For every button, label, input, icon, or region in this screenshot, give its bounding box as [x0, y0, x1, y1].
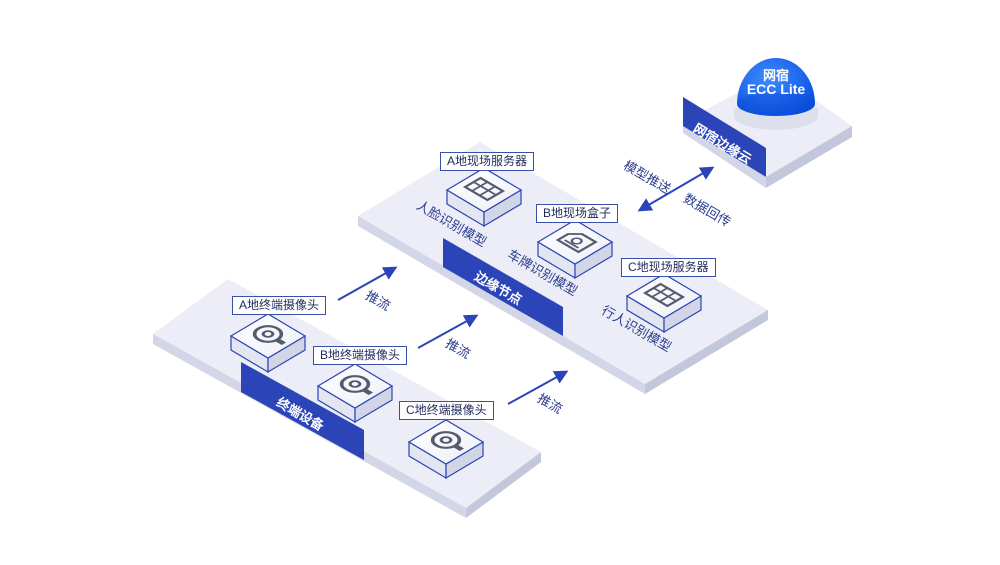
edge-device-label-a: A地现场服务器 — [440, 152, 535, 171]
edge-band — [443, 238, 563, 336]
terminal-device-label-a: A地终端摄像头 — [232, 296, 327, 315]
edge-device-a — [445, 167, 523, 228]
camera-icon — [339, 375, 374, 395]
dome-subtitle: ECC Lite — [746, 81, 806, 97]
push-arrow-1 — [337, 266, 398, 301]
edge-device-b — [536, 219, 614, 280]
terminal-device-label-c: C地终端摄像头 — [399, 401, 494, 420]
terminal-band — [241, 362, 364, 460]
push-arrow-2 — [417, 314, 479, 349]
server-icon — [642, 282, 686, 308]
terminal-device-c — [407, 419, 485, 480]
camera-icon — [430, 431, 465, 451]
terminal-device-a — [229, 313, 307, 374]
terminal-device-label-b: B地终端摄像头 — [313, 346, 408, 365]
bidirectional-arrow — [637, 166, 715, 212]
server-icon — [462, 176, 506, 202]
edge-device-label-c: C地现场服务器 — [621, 258, 716, 277]
edge-device-c — [625, 273, 703, 334]
terminal-device-b — [316, 363, 394, 424]
push-arrow-3 — [507, 370, 569, 405]
cloud-band — [683, 97, 766, 177]
ecc-lite-dome — [734, 58, 818, 130]
dome-title: 网宿 — [762, 68, 789, 83]
camera-icon — [252, 325, 287, 345]
edge-device-label-b: B地现场盒子 — [536, 204, 619, 223]
box-icon — [555, 233, 598, 254]
